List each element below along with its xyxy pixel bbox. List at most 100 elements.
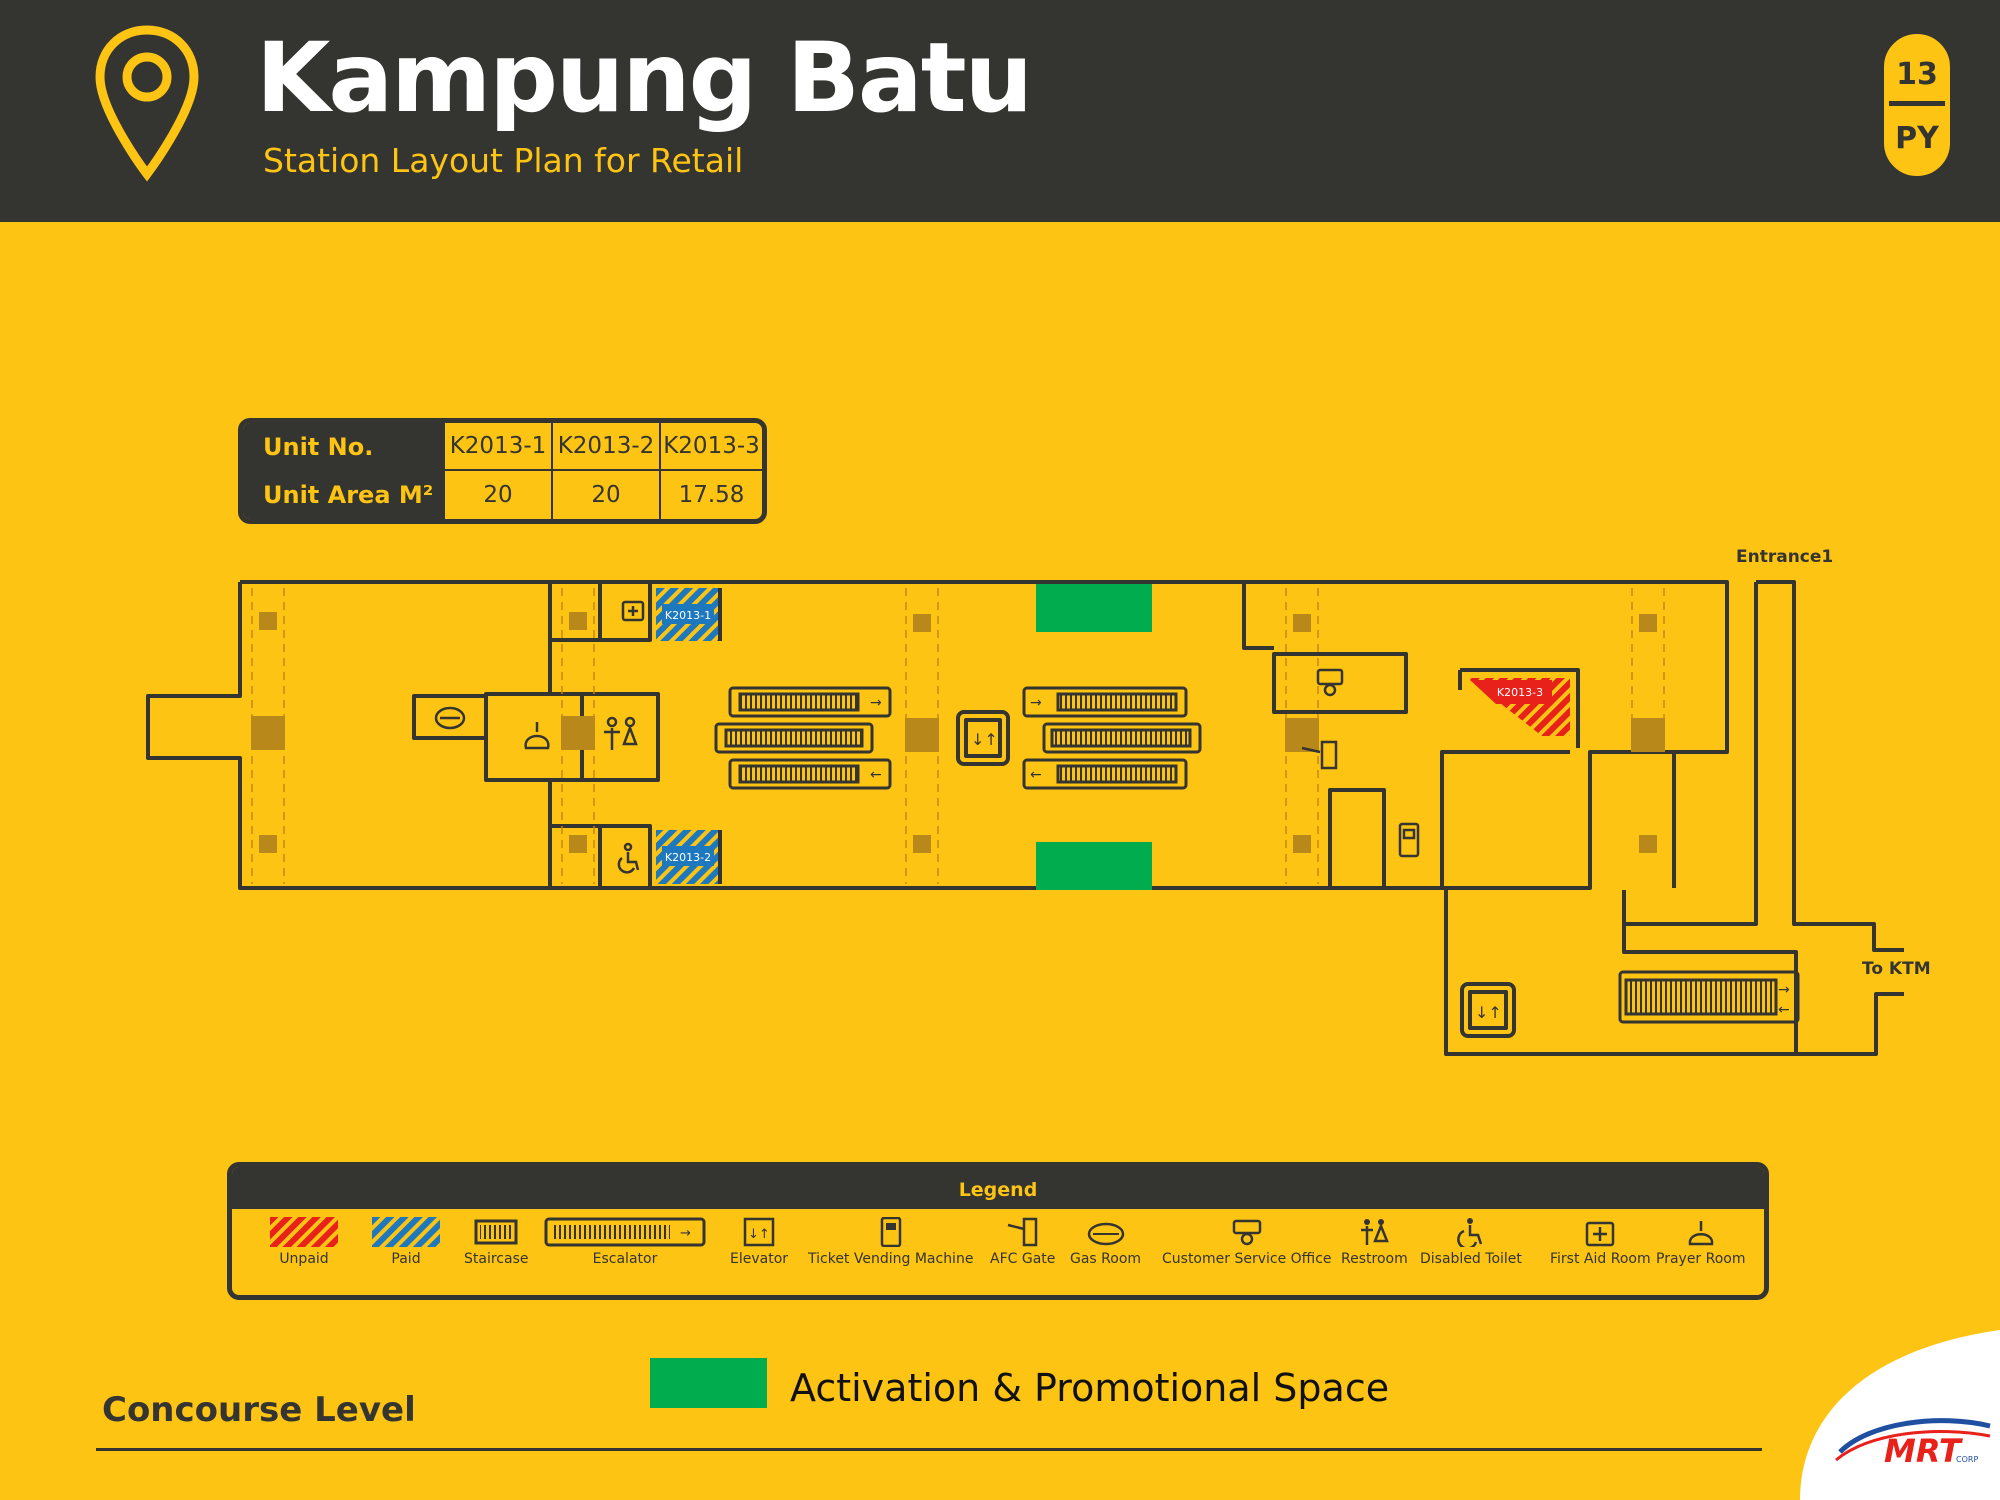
unit-label: K2013-1 — [665, 609, 711, 622]
unit-area-cell: 20 — [443, 471, 551, 519]
svg-text:→: → — [680, 1226, 691, 1241]
escalator-icon: → — [544, 1217, 706, 1247]
svg-text:↓↑: ↓↑ — [748, 1227, 770, 1242]
legend-item: ↓↑ Elevator — [730, 1217, 788, 1267]
ticket-vending-machine-icon — [1398, 822, 1420, 858]
afc-gate-icon — [1007, 1217, 1037, 1247]
afc-gate-icon — [1301, 740, 1338, 770]
first-aid-room-icon — [621, 600, 645, 622]
column — [1285, 718, 1319, 752]
promo-space-label: Activation & Promotional Space — [790, 1366, 1390, 1410]
location-pin-icon — [95, 25, 199, 182]
svg-text:→: → — [1030, 695, 1042, 711]
ticket-vending-machine-icon — [880, 1217, 901, 1247]
svg-text:→: → — [1778, 982, 1790, 998]
legend-label: Staircase — [464, 1251, 529, 1267]
promo-space — [1036, 584, 1152, 632]
header-bar: Kampung Batu Station Layout Plan for Ret… — [0, 0, 2000, 222]
svg-text:←: ← — [870, 767, 882, 783]
unit-area-cell: 20 — [551, 471, 659, 519]
elevator-icon: ↓↑ — [971, 730, 998, 749]
svg-text:←: ← — [1778, 1002, 1790, 1018]
to-ktm-label: To KTM — [1862, 959, 1931, 979]
disabled-toilet-icon — [1457, 1218, 1483, 1247]
legend-label: Disabled Toilet — [1420, 1251, 1522, 1267]
station-title: Kampung Batu — [256, 22, 1033, 134]
customer-service-office-icon — [1232, 1219, 1261, 1246]
svg-text:→: → — [870, 695, 882, 711]
column — [1293, 614, 1311, 632]
legend-item: Ticket Vending Machine — [808, 1217, 973, 1267]
column — [1631, 718, 1665, 752]
elevator-icon: ↓↑ — [743, 1217, 775, 1247]
column — [905, 718, 939, 752]
retail-unit-k2013-1: K2013-1 — [656, 588, 722, 641]
legend-item: → Escalator — [544, 1217, 706, 1267]
column — [913, 614, 931, 632]
legend-item: Paid — [372, 1217, 440, 1267]
legend-label: Escalator — [592, 1251, 658, 1267]
prayer-room-icon — [524, 722, 550, 750]
footer-divider — [96, 1448, 1762, 1451]
promo-space-swatch — [650, 1358, 767, 1408]
unit-area-header: Unit Area M² — [243, 471, 443, 519]
column — [569, 835, 587, 853]
column — [561, 716, 595, 750]
retail-unit-k2013-2: K2013-2 — [656, 830, 722, 884]
badge-divider — [1889, 101, 1945, 106]
legend-item: Disabled Toilet — [1420, 1217, 1522, 1267]
logo-text: MRT — [1884, 1432, 1963, 1470]
promo-space — [1036, 842, 1152, 890]
legend-label: Gas Room — [1070, 1251, 1142, 1267]
legend-label: Unpaid — [279, 1251, 329, 1267]
column — [1639, 835, 1657, 853]
unit-table: Unit No. K2013-1 K2013-2 K2013-3 Unit Ar… — [238, 418, 767, 524]
column — [259, 835, 277, 853]
legend-item: AFC Gate — [990, 1217, 1055, 1267]
station-code-badge: 13 PY — [1884, 34, 1950, 176]
legend-item: Customer Service Office — [1162, 1217, 1332, 1267]
unit-no-header: Unit No. — [243, 423, 443, 471]
legend-panel: Legend Unpaid Paid Staircase → Escalator… — [227, 1162, 1769, 1300]
column — [1639, 614, 1657, 632]
staircase-icon — [474, 1219, 518, 1245]
unit-label: K2013-3 — [1497, 686, 1543, 699]
legend-item: Gas Room — [1070, 1217, 1141, 1267]
legend-items: Unpaid Paid Staircase → Escalator ↓↑ Ele… — [232, 1209, 1764, 1295]
legend-item: Restroom — [1341, 1217, 1408, 1267]
station-number: 13 — [1896, 57, 1938, 92]
column — [259, 612, 277, 630]
logo-subtext: CORP — [1956, 1455, 1978, 1464]
line-code: PY — [1895, 121, 1939, 156]
mrt-corp-logo: MRT CORP — [1800, 1330, 2000, 1500]
customer-service-office-icon — [1316, 668, 1344, 697]
column — [251, 716, 285, 750]
column — [569, 612, 587, 630]
prayer-room-icon — [1688, 1221, 1713, 1246]
legend-item: Staircase — [464, 1217, 528, 1267]
legend-label: Elevator — [730, 1251, 789, 1267]
legend-item: First Aid Room — [1550, 1217, 1651, 1267]
legend-label: Customer Service Office — [1162, 1251, 1332, 1267]
legend-label: Ticket Vending Machine — [808, 1251, 974, 1267]
station-subtitle: Station Layout Plan for Retail — [263, 141, 744, 180]
entrance-label: Entrance1 — [1736, 547, 1833, 567]
gas-room-icon — [1087, 1222, 1124, 1246]
legend-title: Legend — [232, 1167, 1764, 1209]
elevator-icon: ↓↑ — [1475, 1003, 1502, 1022]
legend-label: First Aid Room — [1550, 1251, 1651, 1267]
legend-label: Restroom — [1341, 1251, 1408, 1267]
unit-no-cell: K2013-1 — [443, 423, 551, 471]
legend-label: AFC Gate — [990, 1251, 1056, 1267]
column — [913, 835, 931, 853]
legend-item: Unpaid — [270, 1217, 338, 1267]
legend-label: Paid — [391, 1251, 421, 1267]
unit-label: K2013-2 — [665, 851, 711, 864]
legend-label: Prayer Room — [1656, 1251, 1746, 1267]
paid-swatch — [372, 1217, 440, 1247]
unit-area-cell: 17.58 — [659, 471, 762, 519]
disabled-toilet-icon — [617, 842, 640, 874]
svg-text:←: ← — [1030, 767, 1042, 783]
level-label: Concourse Level — [102, 1390, 416, 1430]
